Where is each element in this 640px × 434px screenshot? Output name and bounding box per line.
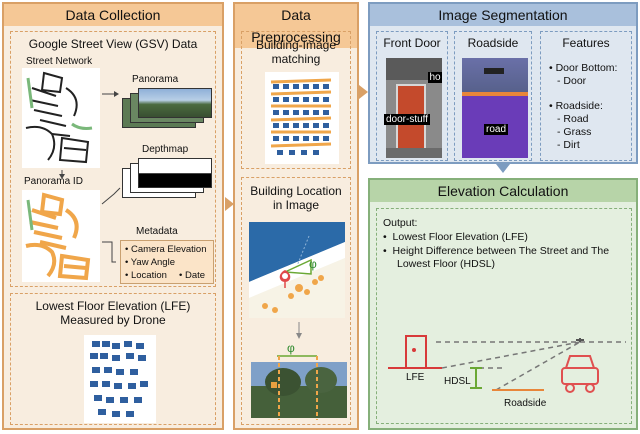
output-bullet: • Lowest Floor Elevation (LFE) — [383, 231, 528, 243]
front-door-title: Front Door — [383, 36, 441, 50]
building-image-matching-box: Building-Image matching — [241, 31, 351, 169]
panorama-label: Panorama — [132, 74, 179, 85]
location-title-line1: Building Location — [250, 184, 342, 198]
building-image-map — [265, 72, 339, 164]
road-label: road — [484, 124, 509, 135]
arrow-segmentation-to-elevation — [496, 164, 510, 173]
arrow-collection-to-preprocessing — [225, 197, 234, 211]
depthmap-label: Depthmap — [142, 144, 189, 155]
metadata-label: Metadata — [136, 226, 178, 237]
feature-group-roadside: • Roadside: - Road - Grass - Dirt — [549, 100, 603, 151]
phi-symbol-bottom: φ — [287, 342, 295, 355]
features-box: Features • Door Bottom: - Door • Roadsid… — [540, 31, 632, 161]
phi-symbol-top: φ — [309, 257, 317, 271]
street-network-label: Street Network — [26, 56, 93, 67]
elevation-schematic: LFE HDSL Roadside — [388, 335, 626, 409]
panorama-id-label: Panorama ID — [24, 176, 83, 187]
panorama-id-map — [22, 190, 100, 282]
metadata-item: • Location — [125, 270, 167, 281]
roadside-schematic-label: Roadside — [504, 398, 547, 409]
metadata-item: • Date — [179, 270, 206, 281]
data-preprocessing-panel: Data Preprocessing Building-Image matchi… — [233, 2, 359, 430]
feature-group-door: • Door Bottom: - Door — [549, 62, 618, 87]
collection-arrows — [59, 91, 121, 263]
drone-lfe-map — [84, 335, 156, 423]
panorama-stack — [122, 88, 212, 132]
location-title-line2: in Image — [272, 198, 320, 212]
building-location-box: Building Location in Image — [241, 177, 351, 425]
output-bullet: • Height Difference between The Street a… — [383, 245, 610, 270]
hdsl-schematic-label: HDSL — [444, 376, 471, 387]
data-preprocessing-header: Data Preprocessing — [235, 4, 357, 48]
roadside-box: Roadside — [454, 31, 532, 161]
door-small-label: ho — [428, 72, 442, 83]
gsv-title: Google Street View (GSV) Data — [28, 37, 198, 51]
street-network-map — [22, 68, 100, 168]
location-panorama-image: φ — [251, 342, 347, 420]
lfe-title-line1: Lowest Floor Elevation (LFE) — [35, 299, 191, 313]
features-title: Features — [562, 36, 610, 50]
gsv-data-box: Google Street View (GSV) Data — [10, 31, 216, 287]
matching-title-line2: matching — [271, 52, 321, 66]
roadside-segmentation-image: road — [462, 58, 528, 158]
metadata-item: • Yaw Angle — [125, 257, 175, 268]
location-aerial-diagram: φ — [249, 222, 345, 318]
metadata-box: • Camera Elevation • Yaw Angle • Locatio… — [120, 240, 214, 284]
data-collection-header: Data Collection — [4, 4, 222, 26]
lfe-schematic-label: LFE — [406, 372, 425, 383]
down-arrow-location — [296, 322, 302, 339]
image-segmentation-header: Image Segmentation — [370, 4, 636, 26]
elevation-header: Elevation Calculation — [370, 180, 636, 202]
matching-title-line1: Building-Image — [255, 38, 337, 52]
door-stuff-label: door-stuff — [384, 114, 431, 125]
elevation-calculation-panel: Elevation Calculation Output: • Lowest F… — [368, 178, 638, 430]
front-door-box: Front Door — [376, 31, 448, 161]
door-segmentation-image: ho door-stuff — [384, 58, 442, 158]
elevation-inner-box: Output: • Lowest Floor Elevation (LFE) •… — [376, 208, 632, 424]
image-segmentation-panel: Image Segmentation Front Door ho door-st… — [368, 2, 638, 164]
arrow-preprocessing-to-segmentation — [359, 85, 368, 99]
depthmap-stack — [122, 158, 212, 202]
roadside-title: Roadside — [467, 36, 519, 50]
data-collection-panel: Data Collection Google Street View (GSV)… — [2, 2, 224, 430]
lfe-drone-box: Lowest Floor Elevation (LFE) Measured by… — [10, 293, 216, 425]
lfe-title-line2: Measured by Drone — [60, 313, 166, 327]
metadata-item: • Camera Elevation — [125, 244, 207, 255]
output-label: Output: — [383, 217, 418, 229]
